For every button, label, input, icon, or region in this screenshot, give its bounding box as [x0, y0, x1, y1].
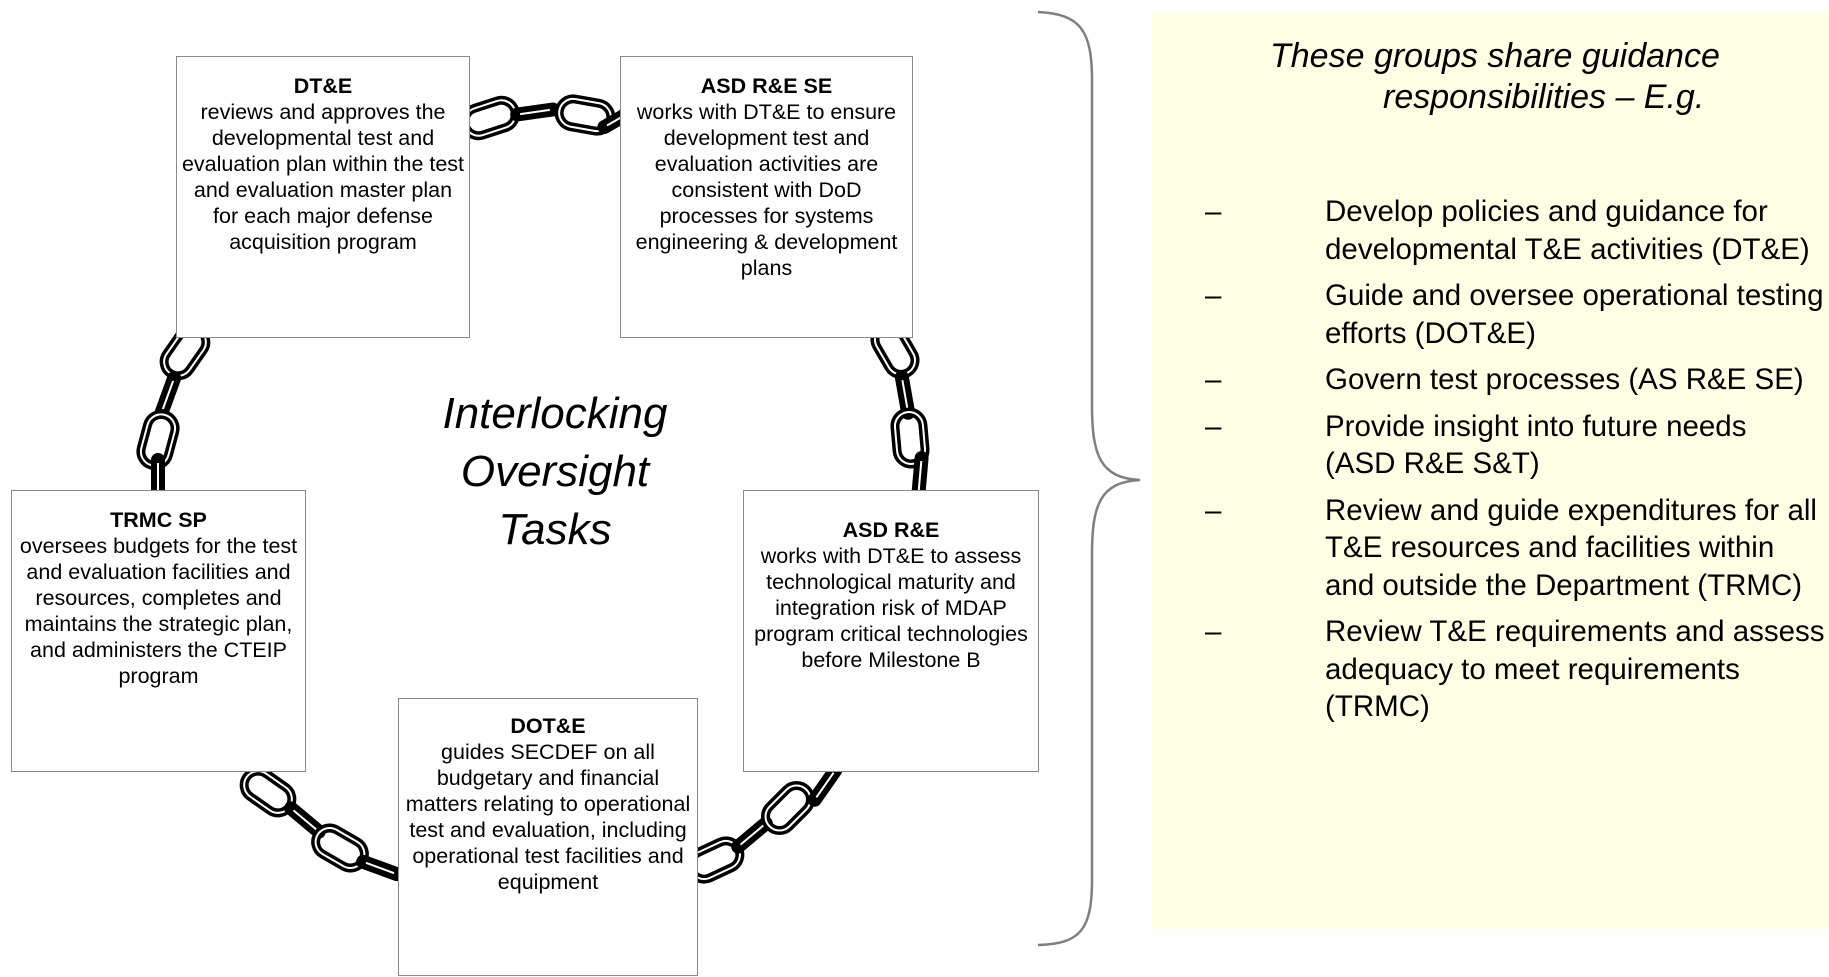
chain-top-icon — [461, 97, 647, 140]
curly-brace-icon — [1037, 10, 1141, 947]
list-item: – Guide and oversee operational testing e… — [1205, 277, 1825, 352]
trmc-sp-description: oversees budgets for the test and evalua… — [19, 534, 298, 688]
asd-re-box: ASD R&E works with DT&E to assess techno… — [743, 490, 1039, 772]
center-title: Interlocking Oversight Tasks — [400, 385, 710, 559]
list-item: – Provide insight into future needs (ASD … — [1205, 408, 1825, 483]
chain-bottom-right-icon — [686, 759, 847, 884]
center-title-line3: Tasks — [498, 505, 612, 554]
panel-heading-line2: responsibilities – E.g. — [1383, 78, 1705, 116]
trmc-sp-title: TRMC SP — [110, 508, 207, 532]
list-item: – Develop policies and guidance for devel… — [1205, 193, 1825, 268]
asd-re-se-title: ASD R&E SE — [700, 74, 833, 98]
dash-bullet: – — [1205, 195, 1222, 228]
list-item-text: Review T&E requirements and assess adequ… — [1325, 615, 1825, 723]
list-item-text: Guide and oversee operational testing ef… — [1325, 279, 1824, 350]
list-item-text: Govern test processes (AS R&E SE) — [1325, 363, 1804, 396]
dash-bullet: – — [1205, 493, 1222, 527]
asd-re-title: ASD R&E — [842, 518, 940, 542]
chain-right-icon — [870, 320, 929, 503]
dash-bullet: – — [1205, 363, 1222, 396]
dash-bullet: – — [1205, 409, 1222, 443]
dash-bullet: – — [1205, 615, 1222, 648]
list-item: – Review T&E requirements and assess adeq… — [1205, 613, 1825, 726]
dte-description: reviews and approves the developmental t… — [181, 100, 465, 254]
list-item: – Govern test processes (AS R&E SE) — [1205, 361, 1825, 399]
responsibilities-panel — [1151, 12, 1829, 929]
dote-box: DOT&E guides SECDEF on all budgetary and… — [398, 698, 698, 976]
trmc-sp-box: TRMC SP oversees budgets for the test an… — [11, 490, 306, 772]
asd-re-description: works with DT&E to assess technological … — [754, 544, 1028, 672]
dte-title: DT&E — [293, 74, 353, 98]
center-title-line1: Interlocking — [442, 389, 668, 438]
list-item-text: Develop policies and guidance for develo… — [1325, 195, 1810, 266]
list-item: – Review and guide expenditures for all T… — [1205, 492, 1825, 605]
panel-heading-line1: These groups share guidance — [1270, 37, 1720, 75]
center-title-line2: Oversight — [460, 447, 650, 496]
dte-box: DT&E reviews and approves the developmen… — [176, 56, 470, 338]
chain-bottom-left-icon — [239, 766, 407, 885]
asd-re-se-description: works with DT&E to ensure development te… — [635, 100, 898, 280]
dote-title: DOT&E — [510, 714, 586, 738]
list-item-text: Provide insight into future needs (ASD R… — [1325, 409, 1747, 481]
dote-description: guides SECDEF on all budgetary and finan… — [405, 740, 691, 894]
responsibilities-list: – Develop policies and guidance for devel… — [1205, 193, 1825, 735]
list-item-text: Review and guide expenditures for all T&… — [1325, 493, 1817, 602]
asd-re-se-box: ASD R&E SE works with DT&E to ensure dev… — [620, 56, 913, 338]
panel-heading: These groups share guidance responsibili… — [1240, 36, 1800, 118]
chain-left-icon — [138, 323, 212, 504]
dash-bullet: – — [1205, 279, 1222, 312]
